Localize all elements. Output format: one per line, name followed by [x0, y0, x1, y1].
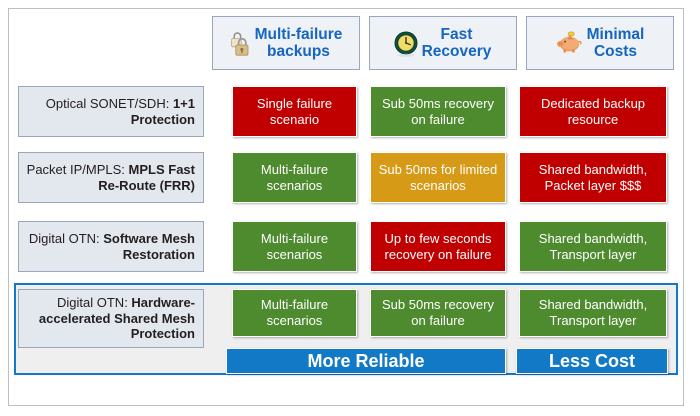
column-header-minimal-costs[interactable]: Minimal Costs — [526, 16, 674, 70]
row-label-text: Digital OTN: Hardware-accelerated Shared… — [38, 294, 195, 342]
summary-banner-label: More Reliable — [307, 350, 425, 371]
matrix-cell-text: Shared bandwidth, Transport layer — [538, 297, 648, 328]
matrix-cell-r2c3[interactable]: Shared bandwidth, Packet layer $$$ — [519, 152, 667, 203]
summary-banner-more-reliable[interactable]: More Reliable — [226, 348, 506, 374]
column-header-label: Fast Recovery — [421, 25, 492, 60]
matrix-cell-r1c2[interactable]: Sub 50ms recovery on failure — [370, 86, 506, 137]
matrix-cell-text: Multi-failure scenarios — [260, 161, 329, 193]
row-label-text: Digital OTN: Software Mesh Restoration — [28, 230, 195, 262]
matrix-cell-text: Single failure scenario — [256, 95, 333, 127]
matrix-cell-text: Sub 50ms recovery on failure — [382, 297, 494, 328]
matrix-cell-r4c2[interactable]: Sub 50ms recovery on failure — [370, 289, 506, 337]
piggy-bank-icon — [554, 29, 584, 57]
matrix-cell-r3c3[interactable]: Shared bandwidth, Transport layer — [519, 221, 667, 272]
matrix-cell-r2c2[interactable]: Sub 50ms for limited scenarios — [370, 152, 506, 203]
matrix-cell-r4c1[interactable]: Multi-failure scenarios — [232, 289, 357, 337]
matrix-cell-r4c3[interactable]: Shared bandwidth, Transport layer — [519, 289, 667, 337]
clock-icon — [393, 28, 419, 58]
padlock-icon — [228, 28, 252, 58]
matrix-cell-text: Sub 50ms recovery on failure — [382, 95, 494, 127]
matrix-cell-text: Multi-failure scenarios — [260, 297, 329, 328]
column-header-label: Multi-failure backups — [254, 25, 343, 60]
matrix-cell-r3c1[interactable]: Multi-failure scenarios — [232, 221, 357, 272]
matrix-cell-text: Shared bandwidth, Packet layer $$$ — [538, 161, 648, 193]
matrix-cell-r2c1[interactable]: Multi-failure scenarios — [232, 152, 357, 203]
matrix-cell-text: Dedicated backup resource — [540, 95, 646, 127]
summary-banner-label: Less Cost — [548, 350, 636, 371]
matrix-cell-text: Multi-failure scenarios — [260, 230, 329, 262]
row-label-packet-ip-mpls[interactable]: Packet IP/MPLS: MPLS Fast Re-Route (FRR) — [18, 152, 204, 203]
row-label-digital-otn-software[interactable]: Digital OTN: Software Mesh Restoration — [18, 221, 204, 272]
column-header-label: Minimal Costs — [586, 25, 645, 60]
matrix-cell-text: Up to few seconds recovery on failure — [384, 230, 492, 262]
row-label-text: Optical SONET/SDH: 1+1 Protection — [45, 95, 195, 127]
matrix-cell-r1c3[interactable]: Dedicated backup resource — [519, 86, 667, 137]
matrix-cell-r1c1[interactable]: Single failure scenario — [232, 86, 357, 137]
row-label-digital-otn-hardware[interactable]: Digital OTN: Hardware-accelerated Shared… — [18, 289, 204, 348]
matrix-cell-r3c2[interactable]: Up to few seconds recovery on failure — [370, 221, 506, 272]
row-label-text: Packet IP/MPLS: MPLS Fast Re-Route (FRR) — [26, 161, 195, 193]
column-header-fast-recovery[interactable]: Fast Recovery — [369, 16, 517, 70]
summary-banner-less-cost[interactable]: Less Cost — [516, 348, 668, 374]
row-label-optical-sonet-sdh[interactable]: Optical SONET/SDH: 1+1 Protection — [18, 86, 204, 137]
matrix-cell-text: Sub 50ms for limited scenarios — [378, 161, 498, 193]
column-header-multi-failure-backups[interactable]: Multi-failure backups — [212, 16, 360, 70]
matrix-cell-text: Shared bandwidth, Transport layer — [538, 230, 648, 262]
